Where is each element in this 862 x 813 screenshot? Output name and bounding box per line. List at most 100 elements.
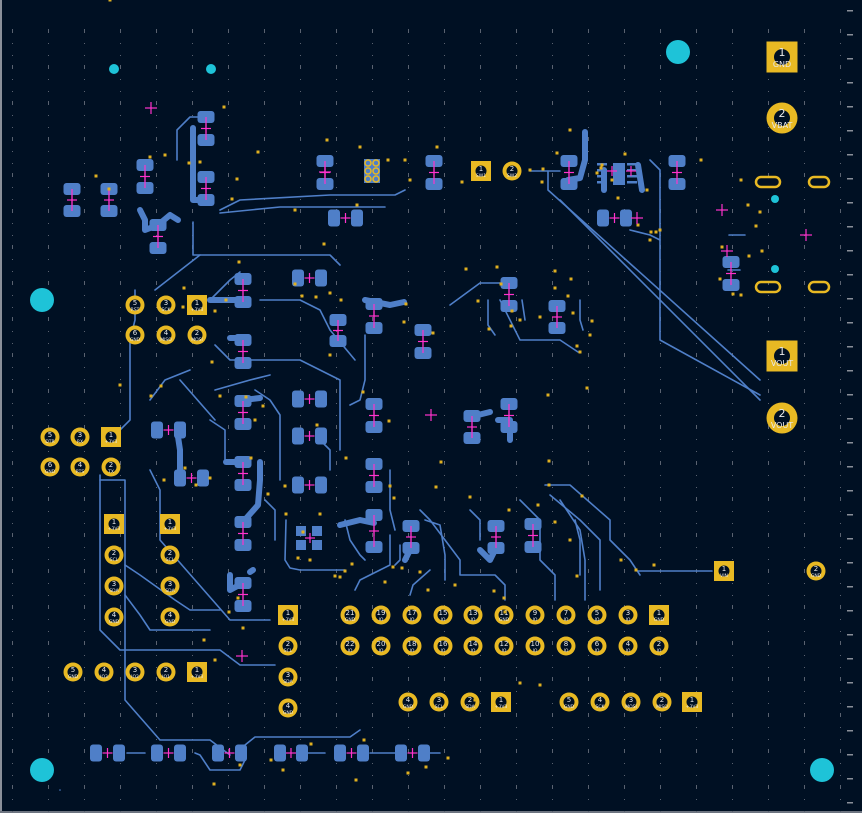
via[interactable] — [575, 574, 579, 578]
smd-pad[interactable] — [90, 744, 102, 762]
copper-trace[interactable] — [424, 519, 446, 581]
copper-trace[interactable] — [344, 519, 366, 561]
smd-pad[interactable] — [315, 269, 327, 287]
via[interactable] — [568, 128, 572, 132]
via[interactable] — [358, 145, 362, 149]
smd-header-pin[interactable] — [372, 159, 380, 167]
via[interactable] — [230, 197, 234, 201]
via[interactable] — [107, 187, 111, 191]
via[interactable] — [578, 350, 582, 354]
via[interactable] — [760, 249, 764, 253]
copper-trace[interactable] — [469, 509, 481, 541]
copper-trace[interactable] — [574, 519, 581, 576]
smd-header-pin[interactable] — [372, 175, 380, 183]
via[interactable] — [148, 155, 152, 159]
mounting-hole[interactable] — [30, 288, 54, 312]
via[interactable] — [747, 254, 751, 258]
smd-pad[interactable] — [334, 744, 346, 762]
via[interactable] — [344, 456, 348, 460]
mounting-hole[interactable] — [666, 40, 690, 64]
via[interactable] — [540, 180, 544, 184]
via[interactable] — [118, 383, 122, 387]
via[interactable] — [402, 320, 406, 324]
via[interactable] — [431, 331, 435, 335]
via[interactable] — [315, 423, 319, 427]
smd-pad[interactable] — [351, 209, 363, 227]
via[interactable] — [731, 292, 735, 296]
mounting-hole[interactable] — [771, 195, 779, 203]
via[interactable] — [528, 168, 532, 172]
via[interactable] — [198, 160, 202, 164]
copper-trace[interactable] — [629, 229, 661, 241]
smd-pad[interactable] — [292, 427, 304, 445]
via[interactable] — [473, 698, 477, 702]
via[interactable] — [652, 563, 656, 567]
via[interactable] — [183, 466, 187, 470]
via[interactable] — [333, 574, 337, 578]
smd-pad[interactable] — [395, 744, 407, 762]
via[interactable] — [235, 177, 239, 181]
tht-pin[interactable]: 3IO — [618, 605, 638, 625]
via[interactable] — [406, 771, 410, 775]
via[interactable] — [300, 294, 304, 298]
mounting-hole[interactable] — [771, 265, 779, 273]
via[interactable] — [182, 286, 186, 290]
via[interactable] — [238, 763, 242, 767]
smd-pad[interactable] — [292, 390, 304, 408]
smd-pad[interactable] — [315, 390, 327, 408]
via[interactable] — [541, 167, 545, 171]
via[interactable] — [699, 158, 703, 162]
via[interactable] — [585, 386, 589, 390]
via[interactable] — [718, 277, 722, 281]
tht-pin[interactable]: 6IO — [587, 636, 607, 656]
qfn-pad[interactable] — [312, 526, 322, 536]
via[interactable] — [213, 658, 217, 662]
smd-pad[interactable] — [315, 476, 327, 494]
via[interactable] — [387, 419, 391, 423]
smd-pad[interactable] — [151, 744, 163, 762]
smd-header-pin[interactable] — [364, 167, 372, 175]
via[interactable] — [566, 294, 570, 298]
copper-trace[interactable] — [219, 189, 406, 211]
smd-header-pin[interactable] — [364, 159, 372, 167]
via[interactable] — [212, 782, 216, 786]
smd-pad[interactable] — [418, 744, 430, 762]
via[interactable] — [301, 530, 305, 534]
copper-trace[interactable] — [254, 389, 281, 481]
via[interactable] — [283, 484, 287, 488]
via[interactable] — [435, 145, 439, 149]
via[interactable] — [388, 484, 392, 488]
via[interactable] — [181, 305, 185, 309]
tht-pin[interactable]: 9IO — [525, 605, 545, 625]
tht-pin[interactable]: 5IO — [587, 605, 607, 625]
tht-pin[interactable]: 7IO — [556, 605, 576, 625]
tht-pin[interactable]: 1+3V3 — [187, 295, 207, 315]
via[interactable] — [487, 327, 491, 331]
tht-pin[interactable]: 8IO — [556, 636, 576, 656]
via[interactable] — [339, 298, 343, 302]
copper-trace[interactable] — [179, 379, 216, 421]
via[interactable] — [588, 333, 592, 337]
copper-trace[interactable] — [124, 594, 211, 631]
qfn-pad[interactable] — [296, 540, 306, 550]
copper-trace[interactable] — [209, 419, 226, 461]
